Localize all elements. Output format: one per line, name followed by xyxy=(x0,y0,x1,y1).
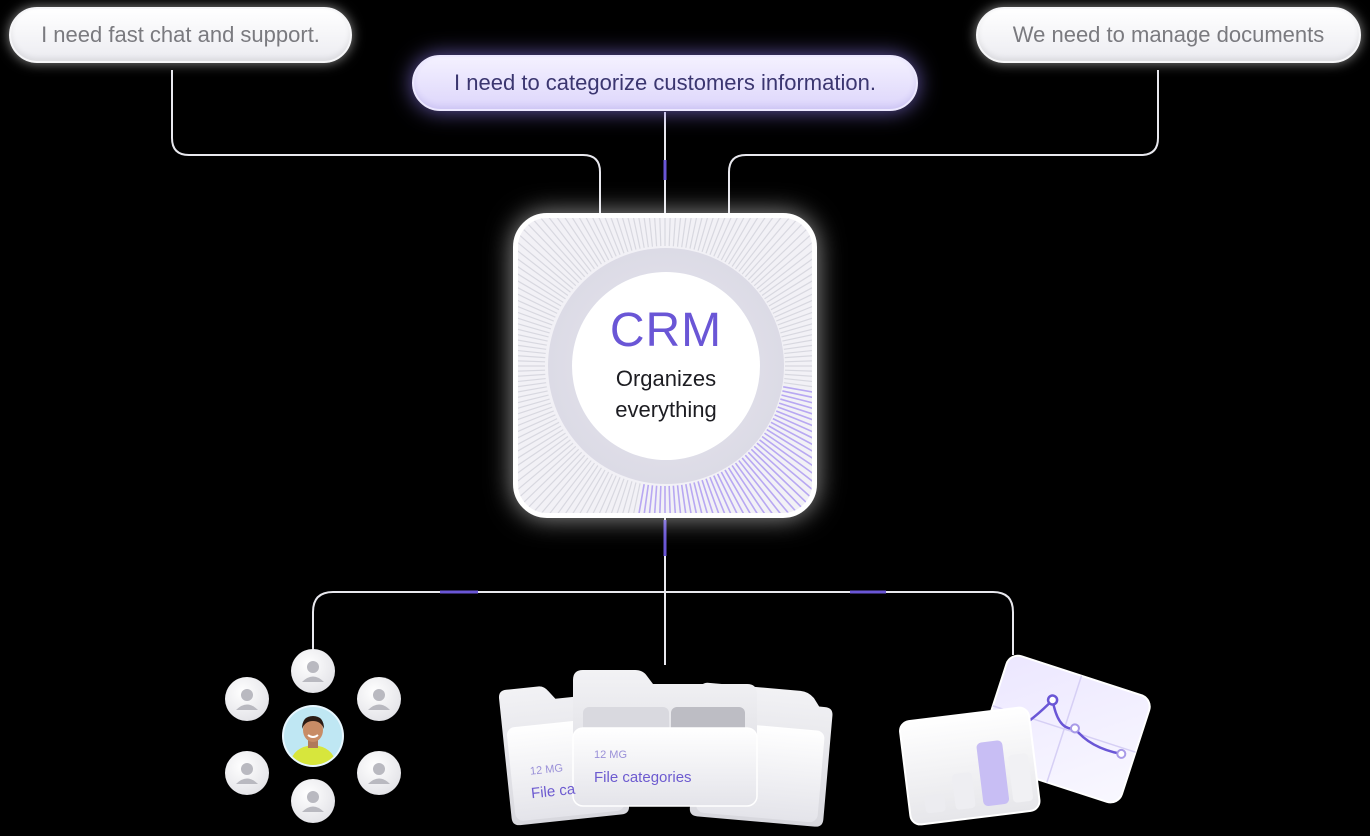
crm-rays-graphic xyxy=(518,218,812,513)
user-avatar-icon xyxy=(291,779,335,823)
folder-stack-icon xyxy=(498,670,833,827)
connector-right xyxy=(728,70,1159,213)
request-bubble-documents: We need to manage documents xyxy=(976,7,1361,63)
request-text-chat: I need fast chat and support. xyxy=(41,22,320,47)
crm-subtitle-line2: everything xyxy=(615,397,717,422)
file-label-front: File categories xyxy=(594,769,692,786)
analytics-cards-icon xyxy=(899,654,1151,826)
user-avatar-icon xyxy=(225,751,269,795)
crm-hub-card: CRM Organizes everything xyxy=(513,213,817,518)
request-text-documents: We need to manage documents xyxy=(1012,22,1325,47)
connector-left xyxy=(171,70,601,213)
request-bubble-chat: I need fast chat and support. xyxy=(9,7,352,63)
file-size-front: 12 MG xyxy=(594,749,628,761)
crm-core: CRM Organizes everything xyxy=(572,272,760,460)
user-avatar-icon xyxy=(225,677,269,721)
crm-title: CRM xyxy=(609,304,723,357)
user-avatar-icon xyxy=(291,649,335,693)
user-avatar-icon xyxy=(357,677,401,721)
request-bubble-categorize: I need to categorize customers informati… xyxy=(412,55,918,111)
connector-bottom-right xyxy=(665,591,1014,655)
connector-bottom-left xyxy=(312,591,665,650)
request-text-categorize: I need to categorize customers informati… xyxy=(454,70,876,95)
crm-subtitle-line1: Organizes xyxy=(615,366,717,391)
user-avatar-icon xyxy=(357,751,401,795)
customer-photo-avatar xyxy=(284,707,342,765)
